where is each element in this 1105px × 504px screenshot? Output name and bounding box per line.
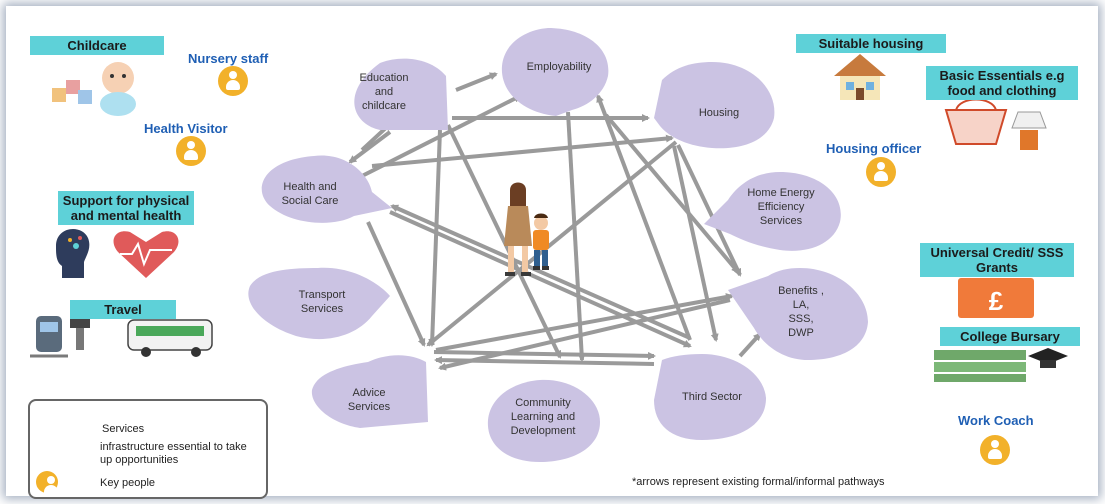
people-label-health-visitor: Health Visitor — [144, 121, 228, 136]
arrow-housing-advice — [426, 140, 678, 347]
service-node-benefits — [728, 268, 868, 360]
service-nodes — [248, 28, 868, 462]
legend-infrastructure-label: infrastructure essential to take up oppo… — [100, 441, 247, 466]
housing-officer-person-icon — [866, 157, 896, 187]
pound-icon: £ — [989, 286, 1004, 316]
infra-label-travel: Travel — [70, 300, 176, 319]
people-label-housing-officer: Housing officer — [826, 141, 922, 156]
arrow-third-sector-health — [390, 204, 691, 340]
nursery-staff-person-icon — [218, 66, 248, 96]
infra-label-childcare: Childcare — [30, 36, 164, 55]
service-node-community — [487, 379, 600, 462]
arrow-education-advice — [428, 129, 442, 347]
arrow-employability-benefits — [604, 113, 740, 274]
arrow-health-advice — [366, 221, 426, 347]
legend-person-icon — [36, 471, 58, 495]
service-node-health — [261, 155, 392, 223]
arrow-health-education — [348, 130, 392, 164]
legend: Services infrastructure essential to tak… — [28, 399, 268, 499]
arrow-advice-third-sector — [433, 350, 656, 360]
service-node-transport — [248, 267, 390, 340]
college-bursary-illustration — [934, 348, 1068, 382]
arrow-benefits-advice — [438, 298, 731, 371]
travel-illustration — [30, 316, 213, 358]
people-label-nursery-staff: Nursery staff — [188, 51, 269, 66]
service-node-housing — [654, 62, 775, 149]
people-label-work-coach: Work Coach — [958, 413, 1034, 428]
arrow-housing-third-sector — [672, 145, 719, 342]
health-illustration — [56, 228, 179, 278]
service-label-employability: Employability — [527, 61, 592, 73]
arrow-education-employability — [455, 72, 498, 92]
legend-key-people-label: Key people — [100, 477, 156, 489]
infra-label-suitable-housing: Suitable housing — [796, 34, 946, 53]
service-label-benefits: Benefits ,LA,SSS,DWP — [778, 285, 824, 339]
arrow-health-housing — [371, 134, 674, 168]
universal-credit-illustration: £ — [958, 278, 1034, 318]
service-label-third-sector: Third Sector — [682, 391, 742, 403]
arrow-advice-benefits — [435, 293, 734, 352]
footnote: *arrows represent existing formal/inform… — [632, 476, 885, 488]
arrow-health-third-sector — [389, 210, 692, 348]
service-node-education — [354, 58, 448, 131]
arrow-third-sector-benefits — [738, 332, 762, 358]
arrow-third-sector-employability — [596, 94, 692, 341]
suitable-housing-illustration — [834, 54, 886, 100]
arrow-education-community — [446, 124, 562, 359]
arrow-employability-community — [566, 111, 586, 362]
work-coach-person-icon — [980, 435, 1010, 465]
infra-label-support: Support for physical and mental health — [58, 191, 194, 225]
childcare-illustration — [52, 62, 136, 116]
service-label-housing: Housing — [699, 107, 739, 119]
service-node-home-energy — [704, 172, 841, 251]
service-node-advice — [311, 355, 428, 428]
infra-label-college-bursary: College Bursary — [940, 327, 1080, 346]
service-node-third-sector — [654, 354, 766, 440]
pathway-arrows — [348, 72, 762, 371]
service-node-employability — [501, 28, 609, 116]
infra-label-basic-essentials: Basic Essentials e.g food and clothing — [926, 66, 1078, 100]
basic-essentials-illustration — [944, 98, 1047, 150]
infra-label-universal-credit: Universal Credit/ SSS Grants — [920, 243, 1074, 277]
mother-and-child-illustration — [504, 182, 549, 276]
arrow-housing-benefits — [676, 144, 742, 277]
legend-services-label: Services — [102, 423, 145, 435]
health-visitor-person-icon — [176, 136, 206, 166]
